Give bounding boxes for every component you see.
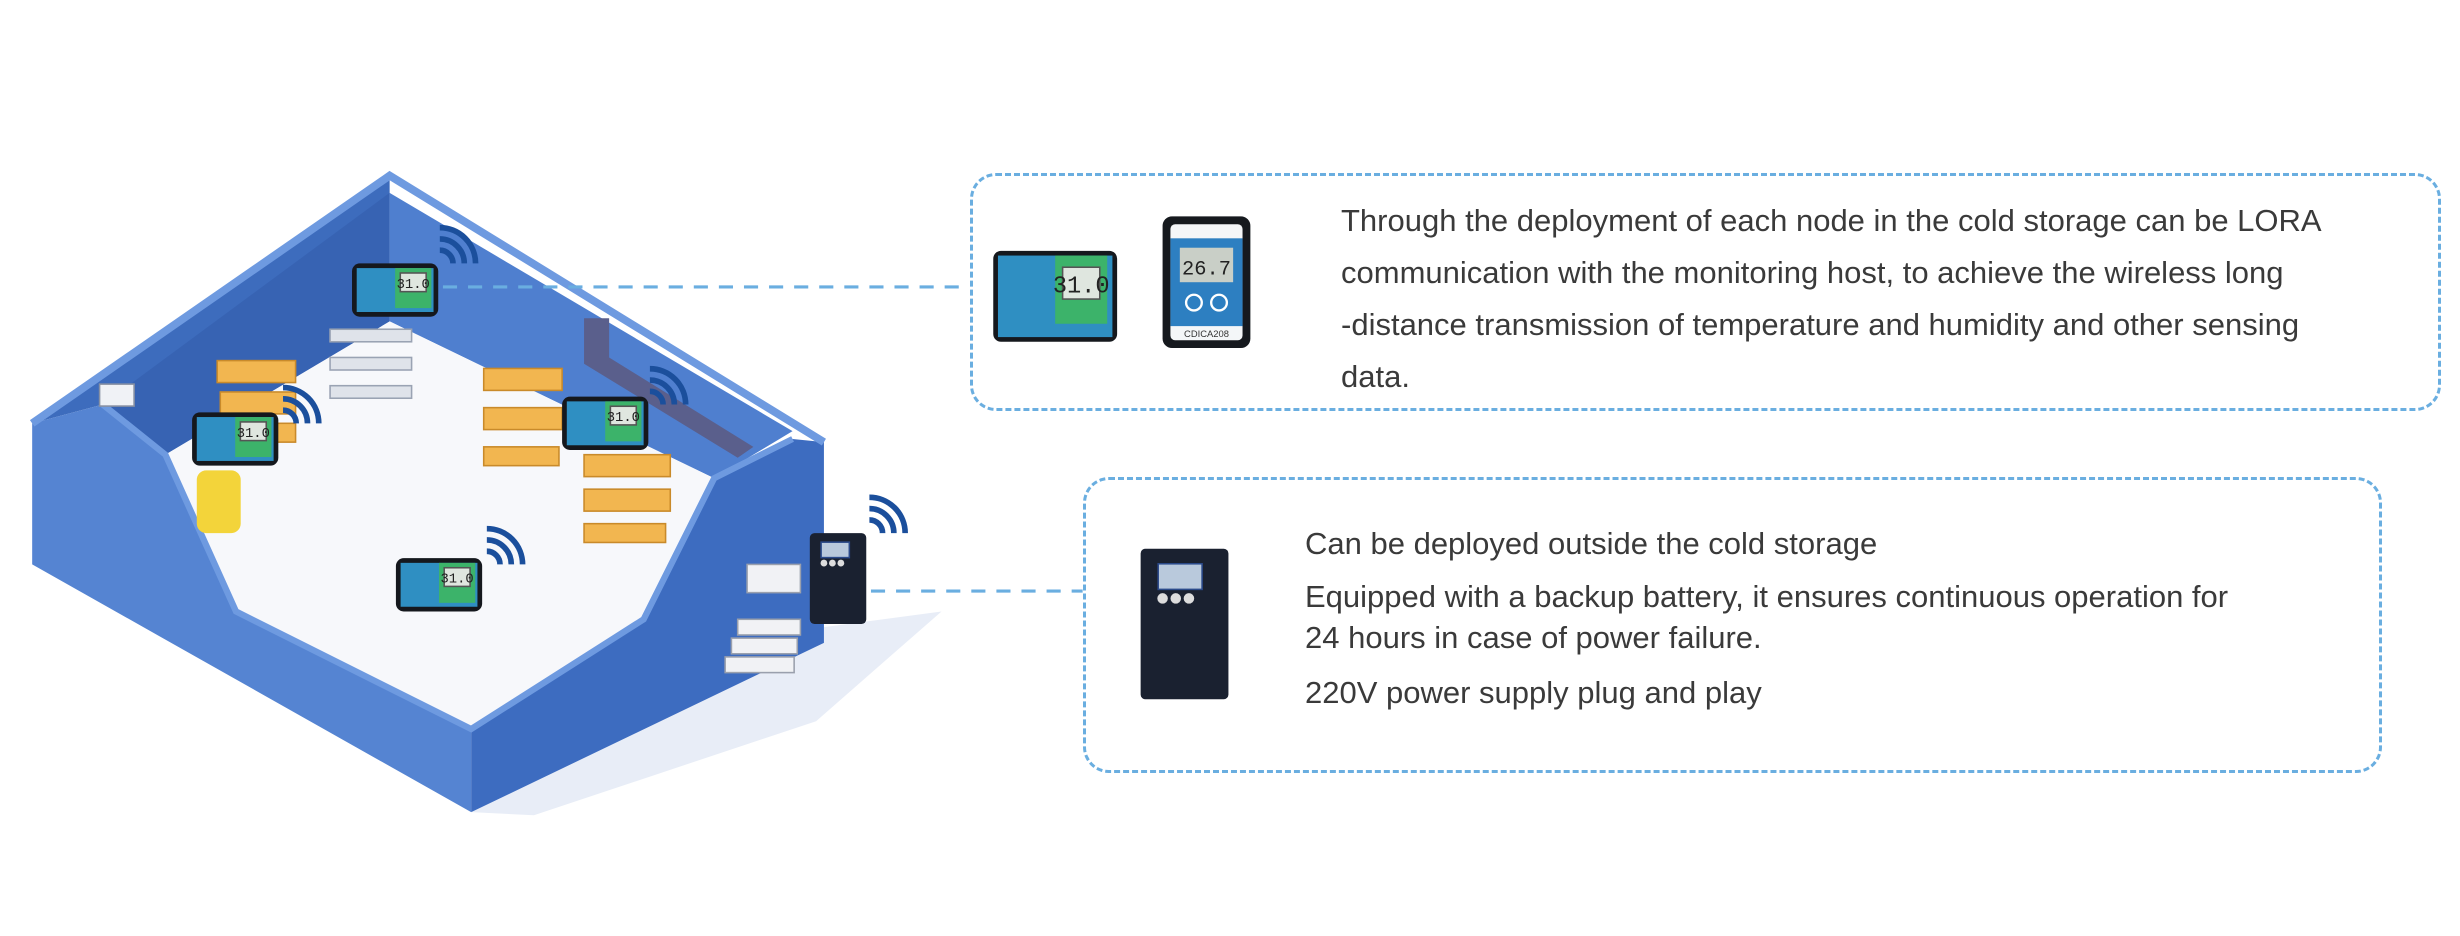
forklift — [196, 470, 241, 534]
duct — [584, 318, 754, 458]
host-feature-line: Can be deployed outside the cold storage — [1305, 526, 1878, 561]
node-description-line: Through the deployment of each node in t… — [1341, 203, 2322, 238]
logger-reading: 26.7 — [1182, 258, 1231, 281]
node-reading: 31.0 — [397, 277, 430, 293]
host-feature-line: 220V power supply plug and play — [1305, 675, 1762, 710]
play-button-icon — [1184, 293, 1203, 312]
node-reading: 31.0 — [237, 426, 270, 442]
node-info-panel — [970, 173, 2441, 411]
front-rim — [100, 402, 794, 733]
node-reading: 31.0 — [1053, 274, 1110, 301]
warehouse — [29, 170, 942, 816]
stairs — [724, 563, 802, 674]
node-lcd — [443, 566, 471, 588]
node-description-line: communication with the monitoring host, … — [1341, 255, 2284, 290]
logger-model-label: CDICA208 — [1184, 328, 1229, 339]
host-info-panel — [1083, 477, 2382, 773]
wifi-signal-icon — [649, 365, 689, 405]
wifi-signal-icon — [439, 224, 479, 264]
right-front-wall — [471, 438, 824, 813]
back-left-wall-inner — [102, 192, 390, 455]
shelf-boxes-right — [482, 367, 672, 544]
monitoring-host-icon — [809, 533, 867, 624]
wifi-signal-icon — [282, 384, 322, 424]
wifi-signal-icon — [869, 494, 908, 534]
floor-shadow — [471, 611, 942, 816]
node-reading: 31.0 — [441, 572, 474, 588]
left-front-wall — [32, 404, 472, 813]
temperature-humidity-node-icon: 31.0 — [993, 250, 1118, 342]
node-description-line: data. — [1341, 359, 1410, 394]
temperature-humidity-node-icon: 31.0 — [395, 558, 483, 612]
temperature-humidity-node-icon: 31.0 — [352, 263, 439, 317]
wifi-signal-icon — [486, 525, 526, 565]
host-feature-line: Equipped with a backup battery, it ensur… — [1305, 579, 2229, 614]
air-cooler — [98, 383, 135, 407]
temperature-humidity-node-icon: 31.0 — [192, 412, 279, 466]
host-feature-line: 24 hours in case of power failure. — [1305, 620, 1762, 655]
node-description-line: -distance transmission of temperature an… — [1341, 307, 2300, 342]
monitoring-host-icon — [1140, 548, 1229, 700]
shelf-white — [329, 328, 413, 400]
node-lcd — [399, 272, 427, 293]
node-lcd — [609, 405, 638, 426]
wall-rim — [29, 170, 826, 446]
node-lcd — [1061, 266, 1101, 300]
node-reading: 31.0 — [607, 410, 640, 426]
temperature-humidity-node-icon: 31.0 — [562, 396, 649, 450]
node-lcd — [239, 421, 268, 442]
power-button-icon — [1210, 293, 1229, 312]
